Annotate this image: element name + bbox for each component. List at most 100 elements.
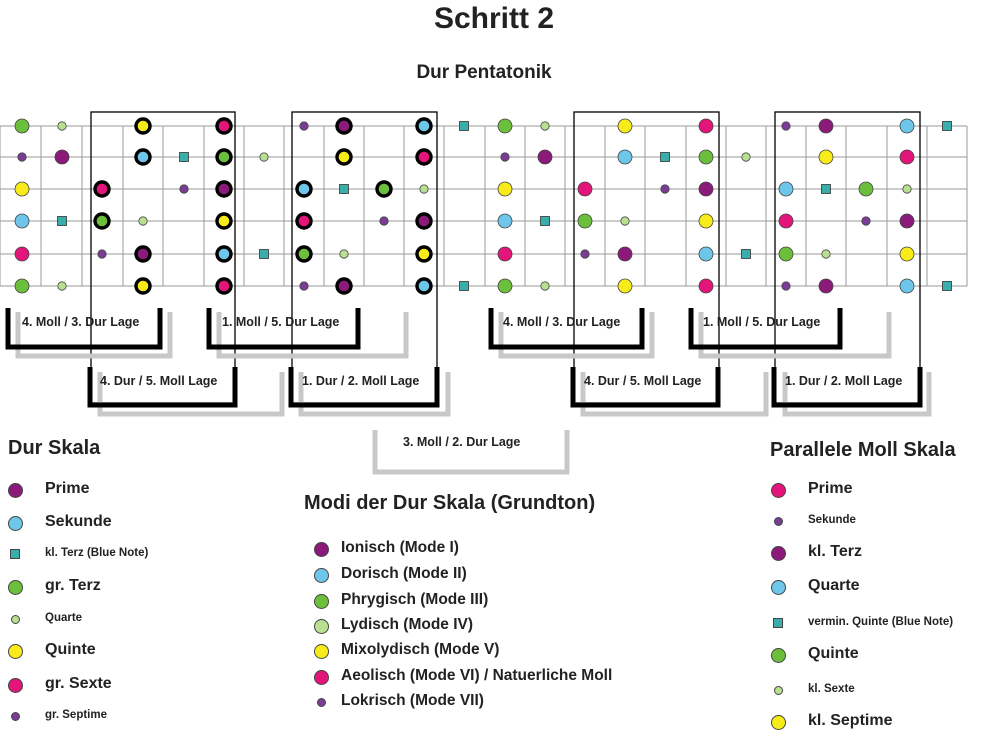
sekunde-note-marker [698, 246, 714, 262]
gr-septime-note-marker [379, 216, 389, 226]
legend-label: Sekunde [45, 513, 112, 531]
light-blue-circle-icon [313, 567, 329, 583]
quinte-note-marker [617, 118, 633, 134]
quinte-note-marker [698, 213, 714, 229]
legend-label: Mixolydisch (Mode V) [341, 641, 500, 659]
legend-label: kl. Sexte [808, 682, 855, 695]
gr-sexte-note-marker [698, 278, 714, 294]
legend-label: Prime [45, 480, 90, 498]
sekunde-note-marker [295, 180, 313, 198]
sekunde-note-marker [415, 117, 433, 135]
quinte-note-marker [335, 148, 353, 166]
blue-note-marker [179, 152, 189, 162]
quarte-note-marker [540, 281, 550, 291]
gr-sexte-note-marker [93, 180, 111, 198]
quarte-note-marker [138, 216, 148, 226]
blue-note-marker [459, 281, 469, 291]
prime-note-marker [134, 245, 152, 263]
light-green-small-circle-icon [10, 614, 20, 624]
legend-label: gr. Septime [45, 708, 107, 721]
yellow-circle-icon [7, 643, 23, 659]
prime-note-marker [899, 213, 915, 229]
green-circle-icon [7, 579, 23, 595]
blue-note-marker [741, 249, 751, 259]
blue-note-marker [660, 152, 670, 162]
position-label-bottom: 4. Dur / 5. Moll Lage [100, 374, 217, 388]
green-circle-icon [313, 593, 329, 609]
quinte-note-marker [215, 212, 233, 230]
prime-note-marker [215, 180, 233, 198]
quarte-note-marker [741, 152, 751, 162]
position-label-top: 4. Moll / 3. Dur Lage [22, 315, 139, 329]
quinte-note-marker [899, 246, 915, 262]
sekunde-note-marker [415, 277, 433, 295]
gr-septime-note-marker [97, 249, 107, 259]
blue-note-marker [57, 216, 67, 226]
sekunde-note-marker [215, 245, 233, 263]
gr-terz-note-marker [14, 278, 30, 294]
sekunde-note-marker [497, 213, 513, 229]
modi-heading: Modi der Dur Skala (Grundton) [304, 492, 596, 514]
dur-skala-heading: Dur Skala [8, 437, 101, 459]
gr-terz-note-marker [14, 118, 30, 134]
light-green-small-circle-icon [773, 685, 783, 695]
quarte-note-marker [821, 249, 831, 259]
legend-label: Ionisch (Mode I) [341, 539, 459, 557]
gr-septime-note-marker [781, 281, 791, 291]
teal-square-icon [10, 549, 20, 559]
position-label-bottom: 1. Dur / 2. Moll Lage [785, 374, 902, 388]
quarte-note-marker [419, 184, 429, 194]
gr-sexte-note-marker [295, 212, 313, 230]
quarte-note-marker [339, 249, 349, 259]
dark-purple-circle-icon [770, 545, 786, 561]
gr-septime-note-marker [17, 152, 27, 162]
violet-small-circle-icon [773, 516, 783, 526]
sekunde-note-marker [14, 213, 30, 229]
violet-small-circle-icon [316, 697, 326, 707]
violet-small-circle-icon [10, 711, 20, 721]
legend-label: Quinte [45, 641, 96, 659]
legend-label: vermin. Quinte (Blue Note) [808, 615, 954, 628]
gr-terz-note-marker [778, 246, 794, 262]
gr-sexte-note-marker [215, 277, 233, 295]
legend-label: Sekunde [808, 513, 856, 526]
yellow-circle-icon [313, 643, 329, 659]
legend-label: Quarte [45, 611, 83, 624]
quarte-note-marker [259, 152, 269, 162]
dark-purple-circle-icon [7, 482, 23, 498]
sekunde-note-marker [899, 118, 915, 134]
fretboard-notes [14, 117, 952, 295]
magenta-circle-icon [7, 677, 23, 693]
quarte-note-marker [540, 121, 550, 131]
gr-sexte-note-marker [577, 181, 593, 197]
light-blue-circle-icon [7, 515, 23, 531]
prime-note-marker [335, 277, 353, 295]
legend-label: kl. Terz (Blue Note) [45, 546, 149, 559]
sekunde-note-marker [134, 148, 152, 166]
light-green-circle-icon [313, 618, 329, 634]
prime-note-marker [617, 246, 633, 262]
gr-septime-note-marker [299, 121, 309, 131]
legend-label: kl. Septime [808, 712, 893, 730]
prime-note-marker [537, 149, 553, 165]
legend-label: gr. Sexte [45, 675, 112, 693]
legend-label: gr. Terz [45, 577, 101, 595]
gr-septime-note-marker [580, 249, 590, 259]
legend-label: Phrygisch (Mode III) [341, 591, 489, 609]
gr-terz-note-marker [577, 213, 593, 229]
gr-terz-note-marker [375, 180, 393, 198]
prime-note-marker [54, 149, 70, 165]
gr-sexte-note-marker [14, 246, 30, 262]
gr-terz-note-marker [215, 148, 233, 166]
teal-square-icon [773, 618, 783, 628]
blue-note-marker [942, 121, 952, 131]
gr-septime-note-marker [861, 216, 871, 226]
gr-septime-note-marker [781, 121, 791, 131]
quinte-note-marker [415, 245, 433, 263]
quinte-note-marker [134, 277, 152, 295]
sekunde-note-marker [778, 181, 794, 197]
position-label-top: 4. Moll / 3. Dur Lage [503, 315, 620, 329]
blue-note-marker [339, 184, 349, 194]
quarte-note-marker [902, 184, 912, 194]
gr-sexte-note-marker [215, 117, 233, 135]
